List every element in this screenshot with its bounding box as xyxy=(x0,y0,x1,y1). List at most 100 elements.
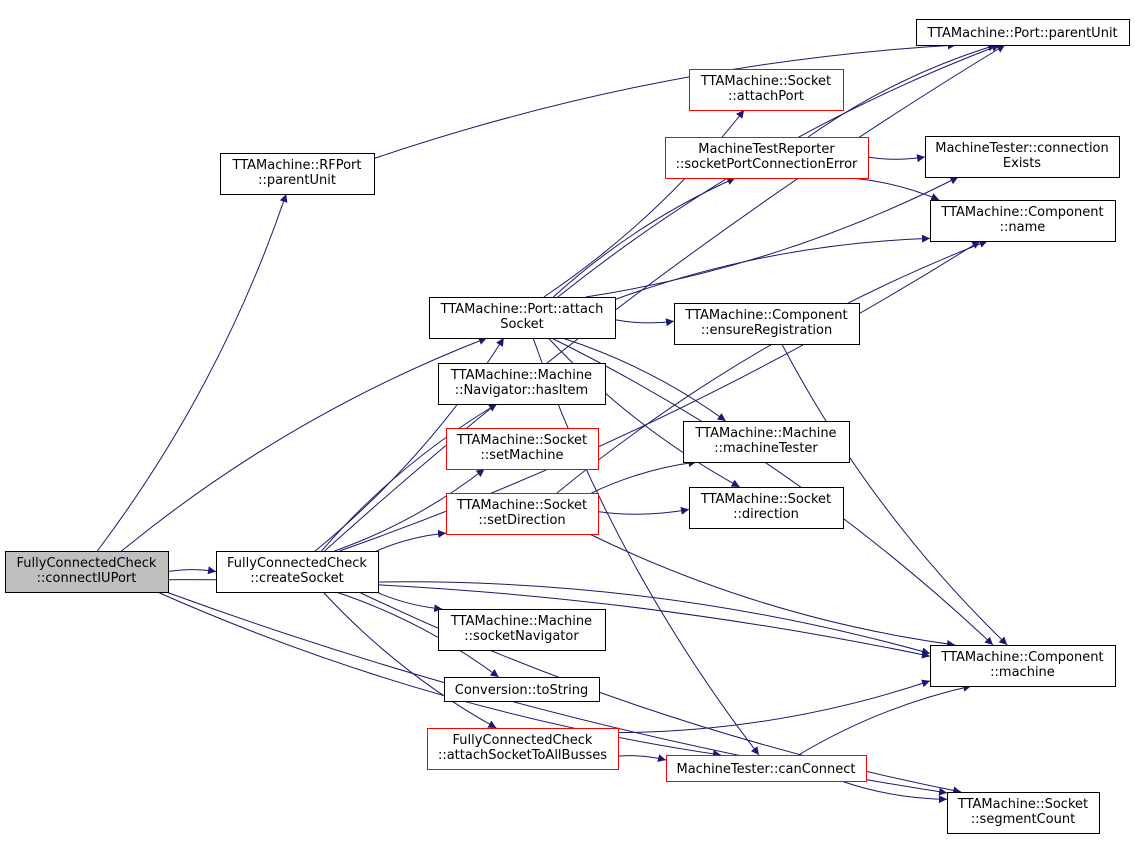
node-label-machineMachineTester-1: TTAMachine::Machine xyxy=(694,426,836,441)
node-box-navigatorHasItem[interactable] xyxy=(438,363,606,405)
node-socketDirection[interactable]: TTAMachine::Socket::direction xyxy=(689,487,844,529)
node-label-componentMachine-1: TTAMachine::Component xyxy=(940,650,1103,665)
node-portAttachSocket[interactable]: TTAMachine::Port::attachSocket xyxy=(429,297,616,339)
node-box-socketDirection[interactable] xyxy=(689,487,844,529)
edge-connectIUPort-to-portAttachSocket xyxy=(121,337,488,552)
node-socketAttachPort[interactable]: TTAMachine::Socket::attachPort xyxy=(689,69,844,111)
edge-createSocket-to-componentMachine xyxy=(377,581,931,656)
node-socketSetMachine[interactable]: TTAMachine::Socket::setMachine xyxy=(446,428,599,470)
node-box-machineSocketNavigator[interactable] xyxy=(438,609,606,651)
edge-createSocket-to-attachSocketToAllBusses xyxy=(322,591,497,729)
node-box-socketAttachPort[interactable] xyxy=(689,69,844,111)
node-label-socketSetDirection-2: ::setDirection xyxy=(478,513,565,528)
edge-socketSetDirection-to-componentMachine xyxy=(589,533,956,648)
node-componentMachine[interactable]: TTAMachine::Component::machine xyxy=(930,645,1116,687)
node-label-navigatorHasItem-1: TTAMachine::Machine xyxy=(450,368,592,383)
nodes-layer: FullyConnectedCheck::connectIUPortFullyC… xyxy=(5,19,1130,834)
node-navigatorHasItem[interactable]: TTAMachine::Machine::Navigator::hasItem xyxy=(438,363,606,405)
node-label-machineSocketNavigator-2: ::socketNavigator xyxy=(464,629,579,644)
node-label-navigatorHasItem-2: ::Navigator::hasItem xyxy=(455,383,588,398)
node-componentName[interactable]: TTAMachine::Component::name xyxy=(930,200,1116,242)
edge-ensureRegistration-to-componentMachine xyxy=(781,343,1008,646)
node-label-attachSocketToAllBusses-2: ::attachSocketToAllBusses xyxy=(438,748,607,763)
node-label-rfportParentUnit-1: TTAMachine::RFPort xyxy=(232,158,362,173)
node-box-socketSetDirection[interactable] xyxy=(446,493,599,535)
node-box-machineMachineTester[interactable] xyxy=(683,421,850,463)
node-socketSetDirection[interactable]: TTAMachine::Socket::setDirection xyxy=(446,493,599,535)
edge-socketSetDirection-to-socketDirection xyxy=(597,506,690,515)
node-attachSocketToAllBusses[interactable]: FullyConnectedCheck::attachSocketToAllBu… xyxy=(427,728,619,770)
edge-socketSetDirection-to-machineMachineTester xyxy=(591,459,697,494)
edge-connectIUPort-to-rfportParentUnit xyxy=(96,193,288,552)
node-label-connectIUPort-2: ::connectIUPort xyxy=(37,571,137,586)
node-label-socketPortConnectionError-1: MachineTestReporter xyxy=(698,142,835,157)
node-label-canConnect-1: MachineTester::canConnect xyxy=(677,762,856,777)
edge-createSocket-to-portParentUnit xyxy=(324,44,1006,552)
edge-portAttachSocket-to-socketPortConnectionError xyxy=(552,177,736,298)
node-label-componentName-1: TTAMachine::Component xyxy=(940,205,1103,220)
edge-createSocket-to-machineSocketNavigator xyxy=(376,591,443,613)
edge-portAttachSocket-to-componentMachine xyxy=(551,337,994,646)
node-label-machineSocketNavigator-1: TTAMachine::Machine xyxy=(450,614,592,629)
edge-attachSocketToAllBusses-to-canConnect xyxy=(617,754,667,762)
node-label-portAttachSocket-2: Socket xyxy=(500,317,544,332)
node-socketPortConnectionError[interactable]: MachineTestReporter::socketPortConnectio… xyxy=(665,137,869,179)
edge-socketPortConnectionError-to-portParentUnit xyxy=(808,43,997,138)
node-canConnect[interactable]: MachineTester::canConnect xyxy=(666,755,867,782)
node-label-socketSetMachine-2: ::setMachine xyxy=(480,448,563,463)
node-rfportParentUnit[interactable]: TTAMachine::RFPort::parentUnit xyxy=(220,153,375,195)
node-box-ensureRegistration[interactable] xyxy=(674,303,860,345)
node-box-connectionExists[interactable] xyxy=(925,136,1120,178)
node-conversionToString[interactable]: Conversion::toString xyxy=(444,677,600,702)
node-label-createSocket-2: ::createSocket xyxy=(250,571,344,586)
node-label-socketSegmentCount-1: TTAMachine::Socket xyxy=(957,797,1088,812)
edges-layer xyxy=(96,41,1008,804)
edge-createSocket-to-conversionToString xyxy=(336,591,499,678)
node-label-rfportParentUnit-2: ::parentUnit xyxy=(258,173,336,188)
node-label-connectionExists-2: Exists xyxy=(1003,156,1041,171)
node-box-portParentUnit[interactable] xyxy=(916,19,1130,46)
edge-portAttachSocket-to-socketDirection xyxy=(547,337,740,488)
edge-connectIUPort-to-canConnect xyxy=(157,591,722,758)
node-box-createSocket[interactable] xyxy=(216,551,379,593)
node-box-rfportParentUnit[interactable] xyxy=(220,153,375,195)
edge-rfportParentUnit-to-portParentUnit xyxy=(373,41,956,159)
edge-connectIUPort-to-createSocket xyxy=(167,566,217,575)
edge-portAttachSocket-to-connectionExists xyxy=(585,176,959,298)
node-portParentUnit[interactable]: TTAMachine::Port::parentUnit xyxy=(916,19,1130,46)
node-label-ensureRegistration-2: ::ensureRegistration xyxy=(701,323,832,338)
node-label-createSocket-1: FullyConnectedCheck xyxy=(227,556,367,571)
node-label-socketPortConnectionError-2: ::socketPortConnectionError xyxy=(676,157,858,172)
edge-portAttachSocket-to-machineMachineTester xyxy=(562,337,726,422)
node-box-portAttachSocket[interactable] xyxy=(429,297,616,339)
node-machineMachineTester[interactable]: TTAMachine::Machine::machineTester xyxy=(683,421,850,463)
node-box-socketPortConnectionError[interactable] xyxy=(665,137,869,179)
node-connectIUPort[interactable]: FullyConnectedCheck::connectIUPort xyxy=(5,551,169,593)
node-label-ensureRegistration-1: TTAMachine::Component xyxy=(684,308,847,323)
edge-createSocket-to-componentName xyxy=(339,240,981,552)
edge-portAttachSocket-to-ensureRegistration xyxy=(614,318,675,327)
edge-canConnect-to-socketSegmentCount xyxy=(840,780,948,804)
node-label-socketAttachPort-2: ::attachPort xyxy=(728,89,804,104)
node-label-conversionToString-1: Conversion::toString xyxy=(455,683,589,698)
node-label-portAttachSocket-1: TTAMachine::Port::attach xyxy=(440,302,604,317)
edge-socketSetDirection-to-componentName xyxy=(556,240,988,494)
node-box-componentMachine[interactable] xyxy=(930,645,1116,687)
node-box-connectIUPort[interactable] xyxy=(5,551,169,593)
node-machineSocketNavigator[interactable]: TTAMachine::Machine::socketNavigator xyxy=(438,609,606,651)
node-box-canConnect[interactable] xyxy=(666,755,867,782)
node-box-componentName[interactable] xyxy=(930,200,1116,242)
edge-createSocket-to-navigatorHasItem xyxy=(321,403,498,552)
node-box-attachSocketToAllBusses[interactable] xyxy=(427,728,619,770)
edge-createSocket-to-socketSetDirection xyxy=(376,529,447,552)
node-ensureRegistration[interactable]: TTAMachine::Component::ensureRegistratio… xyxy=(674,303,860,345)
node-createSocket[interactable]: FullyConnectedCheck::createSocket xyxy=(216,551,379,593)
edge-createSocket-to-socketSetMachine xyxy=(334,468,485,552)
node-box-socketSetMachine[interactable] xyxy=(446,428,599,470)
node-box-socketSegmentCount[interactable] xyxy=(947,792,1100,834)
node-box-conversionToString[interactable] xyxy=(444,677,600,702)
node-socketSegmentCount[interactable]: TTAMachine::Socket::segmentCount xyxy=(947,792,1100,834)
edge-canConnect-to-componentMachine xyxy=(798,683,972,756)
node-label-attachSocketToAllBusses-1: FullyConnectedCheck xyxy=(453,733,593,748)
